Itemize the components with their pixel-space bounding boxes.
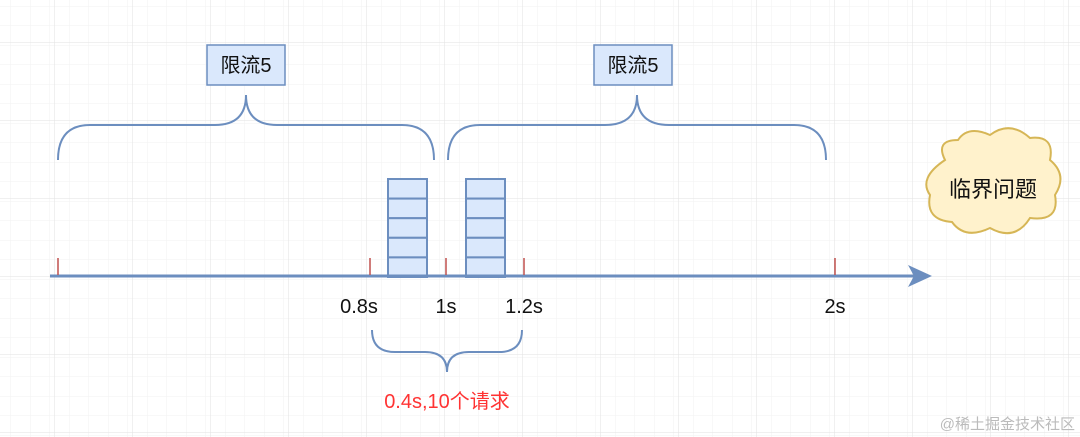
tick-label: 1.2s: [505, 296, 543, 318]
request-stacks: [387, 178, 506, 278]
request-block: [387, 178, 428, 200]
tick-marks: [57, 258, 836, 275]
request-block: [387, 256, 428, 278]
window-label-text: 限流5: [220, 54, 271, 77]
request-block: [387, 217, 428, 239]
brace-window-1: [57, 94, 435, 161]
brace-window-2: [447, 94, 827, 161]
tick-label: 2s: [824, 296, 845, 318]
axis-arrow-icon: [908, 265, 932, 287]
request-block: [387, 236, 428, 259]
window-label-text: 限流5: [607, 54, 658, 77]
cloud-callout: 临界问题: [925, 127, 1062, 235]
cloud-label: 临界问题: [949, 177, 1037, 202]
request-block: [465, 197, 506, 220]
request-block: [465, 217, 506, 239]
burst-note: 0.4s,10个请求: [384, 390, 510, 413]
request-block: [465, 178, 506, 200]
request-block: [465, 256, 506, 278]
request-block: [465, 236, 506, 259]
watermark: @稀土掘金技术社区: [940, 416, 1075, 433]
brace-burst: [371, 329, 523, 373]
request-block: [387, 197, 428, 220]
window-label-1: 限流5: [206, 44, 286, 86]
window-label-2: 限流5: [593, 44, 673, 86]
tick-label: 1s: [435, 296, 456, 318]
tick-label: 0.8s: [340, 296, 378, 318]
